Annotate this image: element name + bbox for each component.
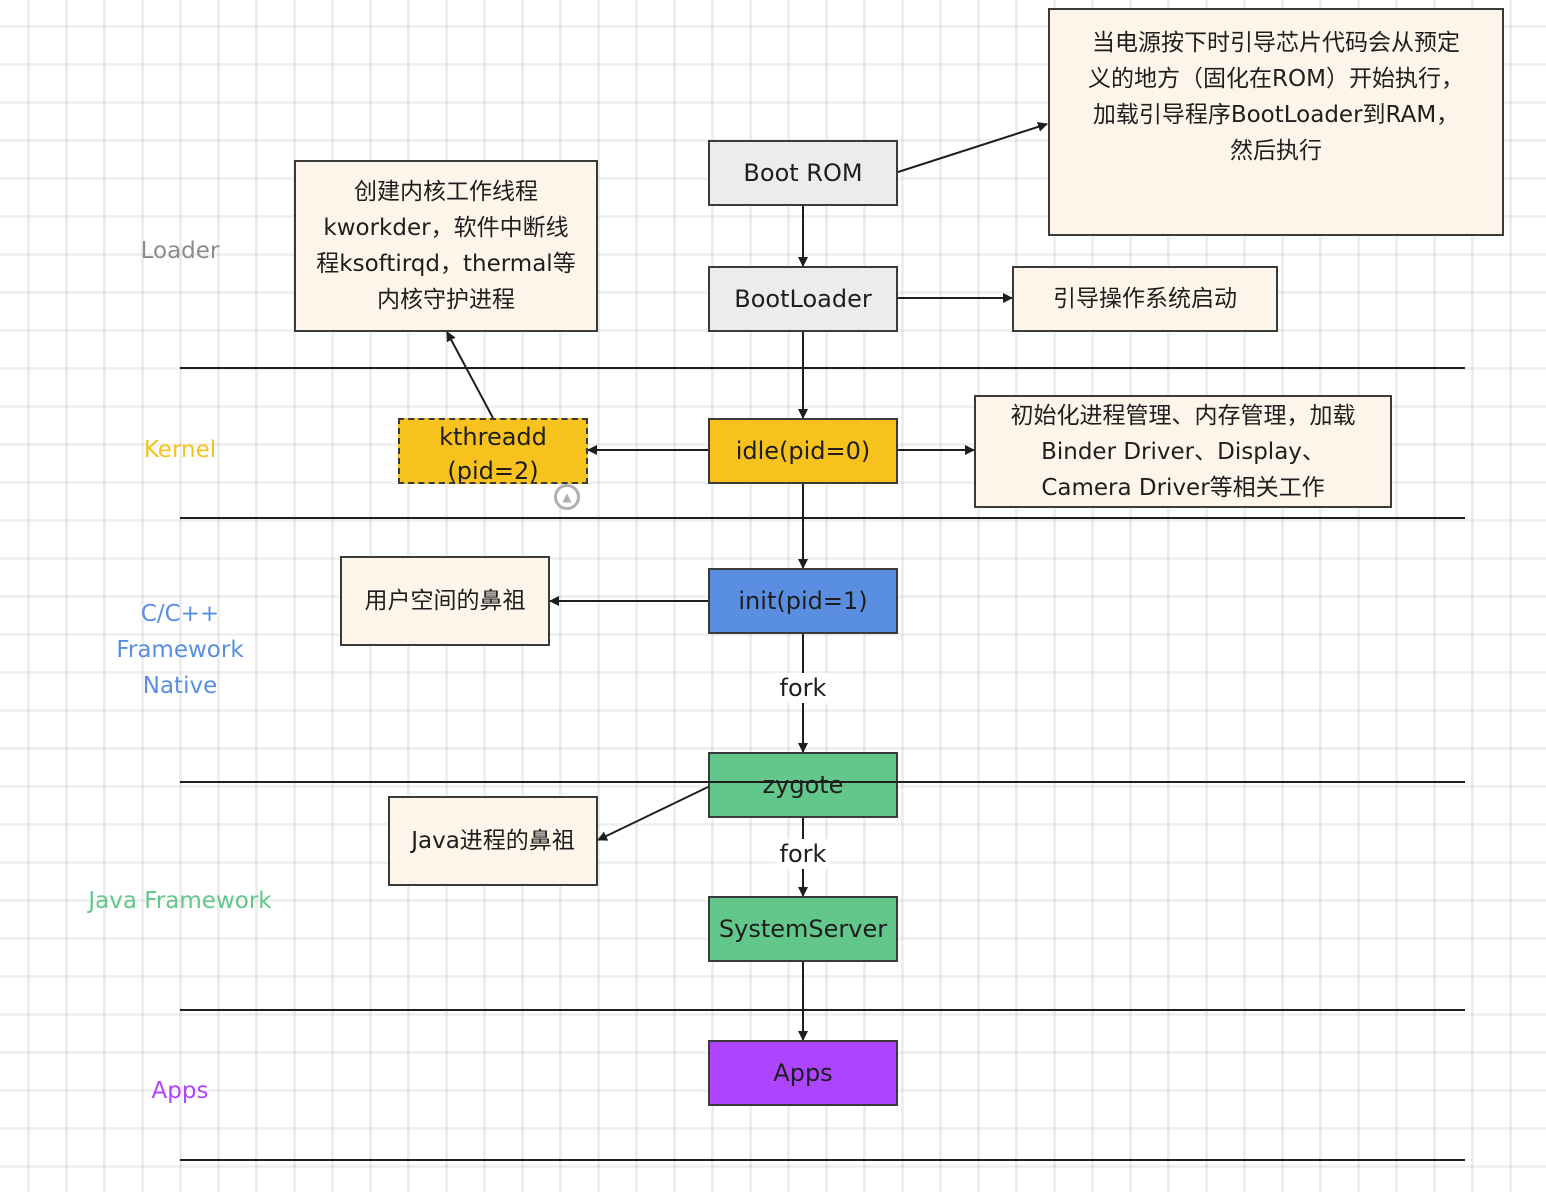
node-boot-rom[interactable]: Boot ROM (708, 140, 898, 206)
edge-label-fork-zygote: fork (775, 839, 831, 869)
note-boot-rom[interactable]: 当电源按下时引导芯片代码会从预定 义的地方（固化在ROM）开始执行， 加载引导程… (1048, 8, 1504, 236)
note-idle[interactable]: 初始化进程管理、内存管理，加载 Binder Driver、Display、 C… (974, 395, 1392, 508)
collapse-toggle-icon[interactable]: ▲ (554, 484, 580, 510)
edge-zygote-note[interactable] (597, 786, 709, 841)
layer-label-kernel: Kernel (143, 437, 217, 463)
layer-label-java-framework: Java Framework (88, 888, 272, 914)
node-zygote[interactable]: zygote (708, 752, 898, 818)
edge-bootrom-note[interactable] (897, 122, 1048, 173)
note-kthreadd[interactable]: 创建内核工作线程 kworkder，软件中断线 程ksoftirqd，therm… (294, 160, 598, 332)
layer-label-apps: Apps (151, 1078, 209, 1104)
note-bootloader[interactable]: 引导操作系统启动 (1012, 266, 1278, 332)
node-bootloader[interactable]: BootLoader (708, 266, 898, 332)
edge-label-fork-init: fork (775, 673, 831, 703)
node-system-server[interactable]: SystemServer (708, 896, 898, 962)
layer-label-native: C/C++ Framework Native (116, 601, 244, 699)
node-kthreadd[interactable]: kthreadd (pid=2) (398, 418, 588, 485)
layer-label-loader: Loader (140, 238, 220, 264)
node-apps[interactable]: Apps (708, 1040, 898, 1106)
node-idle[interactable]: idle(pid=0) (708, 418, 898, 484)
edge-kthreadd-note[interactable] (446, 331, 494, 419)
note-zygote[interactable]: Java进程的鼻祖 (388, 796, 598, 886)
node-init[interactable]: init(pid=1) (708, 568, 898, 634)
note-init[interactable]: 用户空间的鼻祖 (340, 556, 550, 646)
layer-divider-overlay (708, 781, 898, 783)
